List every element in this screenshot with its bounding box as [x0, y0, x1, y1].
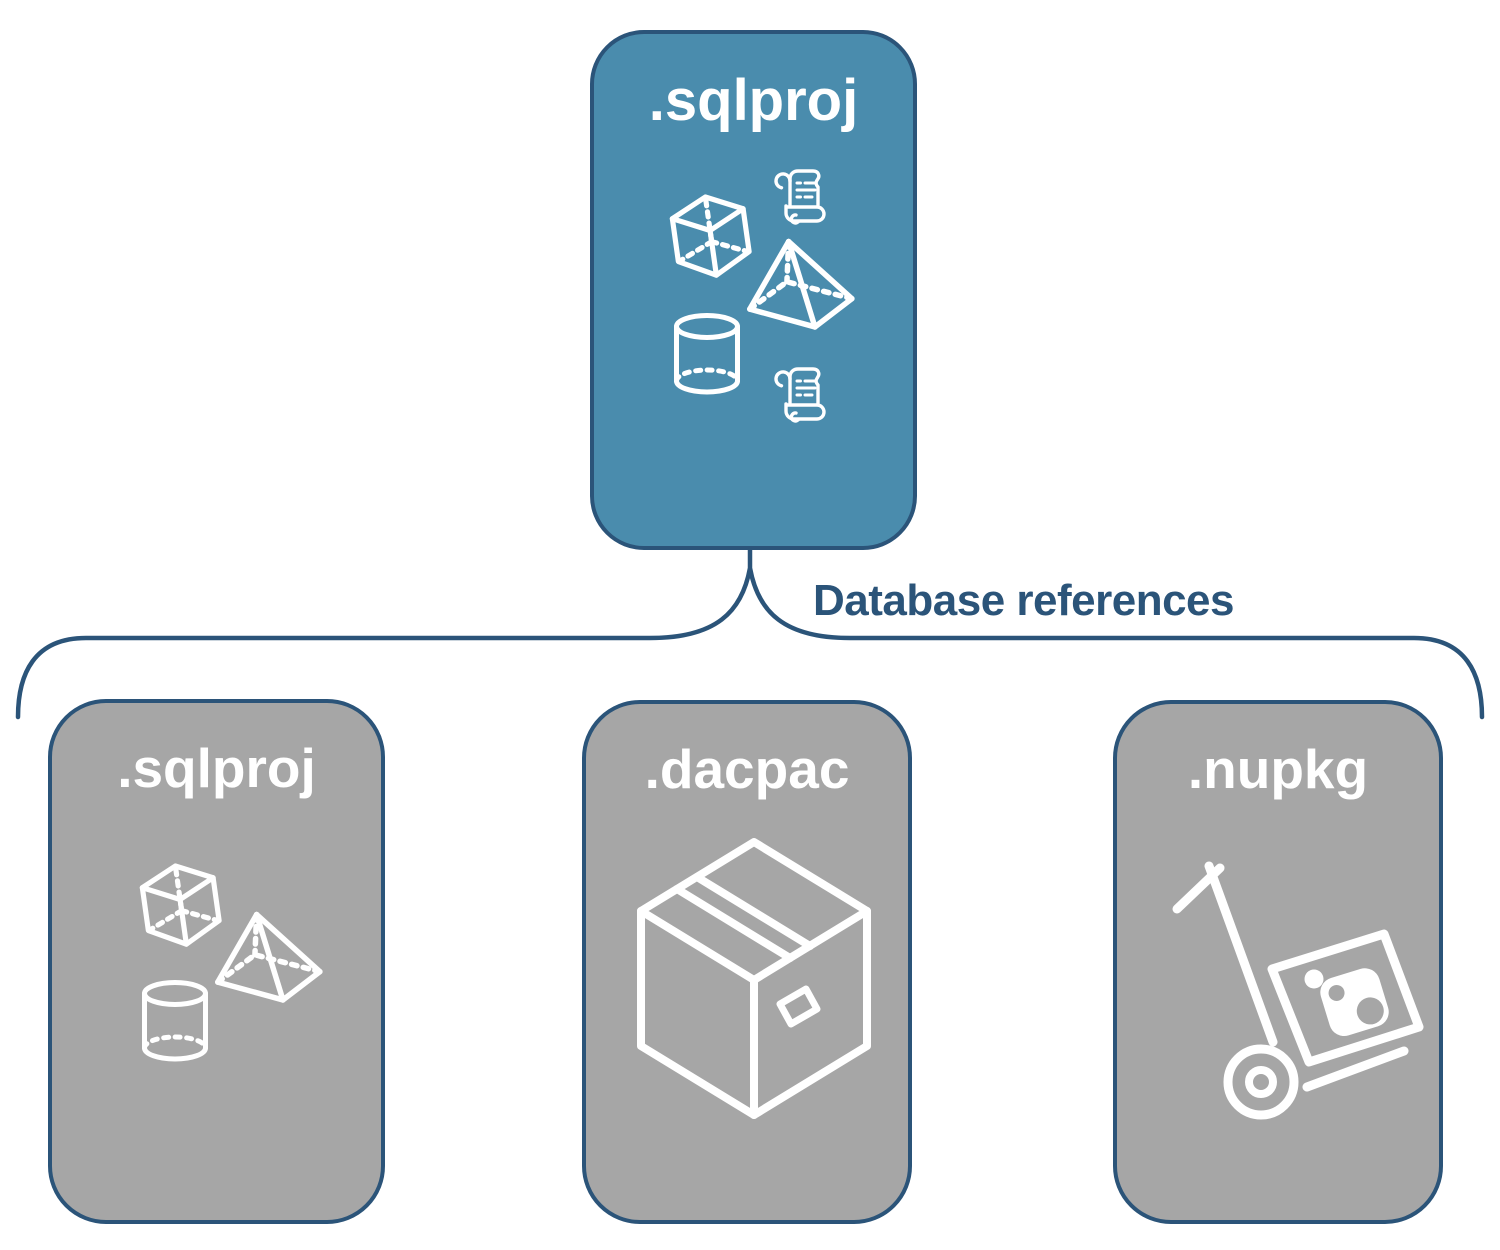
cylinder-icon — [142, 980, 208, 1062]
package-box-icon — [637, 838, 871, 1119]
cube-icon — [669, 194, 752, 278]
cube-icon — [139, 863, 222, 947]
node-sqlproj-top: .sqlproj — [590, 30, 917, 550]
node-dacpac: .dacpac — [582, 700, 912, 1224]
node-title: .sqlproj — [117, 737, 316, 799]
node-title: .sqlproj — [648, 68, 859, 133]
scroll-icon — [774, 367, 826, 423]
node-sqlproj-child: .sqlproj — [48, 699, 385, 1224]
scroll-icon — [774, 169, 826, 225]
cylinder-icon — [674, 313, 740, 395]
node-title: .dacpac — [644, 738, 850, 800]
brace-connector — [15, 547, 1485, 720]
node-nupkg: .nupkg — [1113, 700, 1443, 1224]
connector-label: Database references — [813, 576, 1234, 625]
nuget-logo — [1304, 968, 1389, 1037]
node-title: .nupkg — [1187, 738, 1369, 800]
pyramid-icon — [747, 238, 855, 330]
pyramid-icon — [215, 911, 323, 1003]
hand-truck-icon — [1172, 861, 1424, 1120]
